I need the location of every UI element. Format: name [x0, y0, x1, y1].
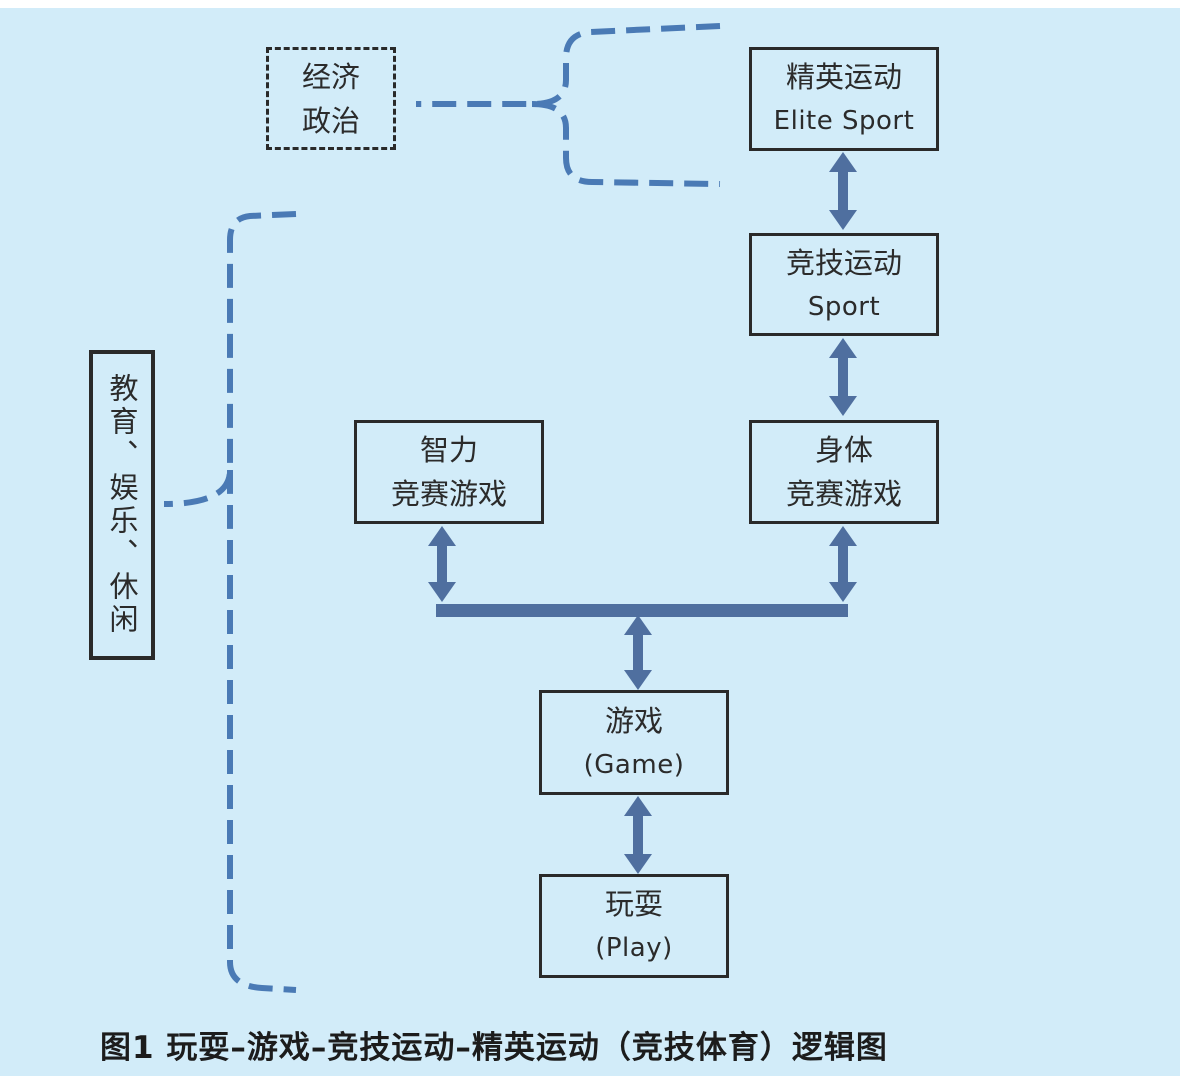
merge-bar	[436, 604, 848, 617]
node-game: 游戏 (Game)	[539, 690, 729, 795]
brace-education-leisure	[163, 211, 297, 993]
node-game-zh: 游戏	[604, 703, 663, 738]
arrow-physical-bar	[829, 526, 857, 602]
node-physical-game-line2: 竞赛游戏	[785, 477, 902, 511]
node-play-zh: 玩耍	[604, 887, 663, 921]
node-education-leisure: 教育、娱乐、休闲	[89, 350, 155, 660]
node-game-en: (Game)	[583, 749, 685, 780]
arrow-sport-physical	[829, 338, 857, 416]
node-economy-politics-line2: 政治	[301, 103, 360, 138]
node-sport-zh: 竞技运动	[785, 245, 902, 280]
node-play: 玩耍 (Play)	[539, 874, 729, 978]
node-mental-game-line1: 智力	[419, 433, 478, 467]
arrow-game-play	[624, 796, 652, 874]
arrow-mental-bar	[428, 526, 456, 602]
node-education-leisure-text: 教育、娱乐、休闲	[105, 373, 139, 637]
node-mental-game: 智力 竞赛游戏	[354, 420, 544, 524]
node-physical-game: 身体 竞赛游戏	[749, 420, 939, 524]
node-play-en: (Play)	[595, 933, 673, 963]
node-elite-sport-en: Elite Sport	[773, 106, 915, 136]
node-economy-politics-line1: 经济	[301, 59, 360, 94]
node-physical-game-line1: 身体	[814, 433, 873, 467]
arrow-bar-game	[624, 615, 652, 690]
node-sport: 竞技运动 Sport	[749, 233, 939, 336]
node-elite-sport: 精英运动 Elite Sport	[749, 47, 939, 151]
node-economy-politics: 经济 政治	[266, 47, 396, 150]
brace-economy-politics	[416, 23, 721, 187]
figure-caption: 图1 玩耍–游戏–竞技运动–精英运动（竞技体育）逻辑图	[100, 1030, 888, 1066]
arrow-elite-sport	[829, 152, 857, 230]
node-sport-en: Sport	[807, 291, 881, 322]
node-mental-game-line2: 竞赛游戏	[390, 477, 507, 511]
node-elite-sport-zh: 精英运动	[785, 60, 902, 94]
